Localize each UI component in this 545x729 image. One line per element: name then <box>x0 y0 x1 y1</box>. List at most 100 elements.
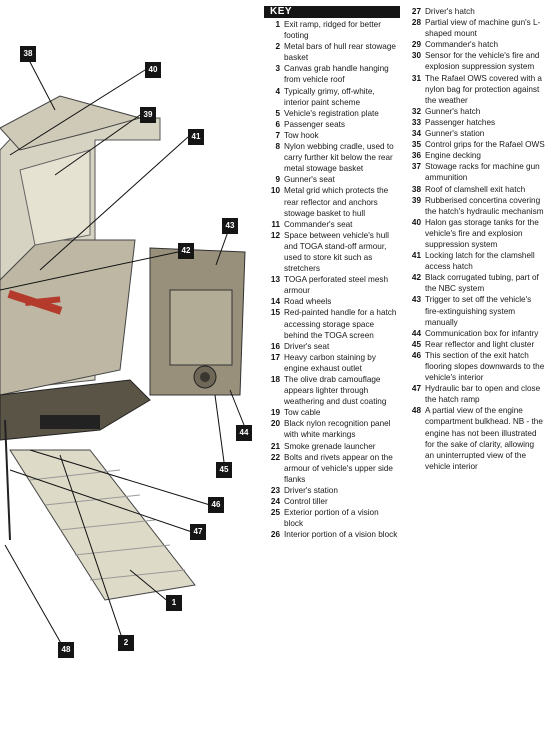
key-item: 12 Space between vehicle's hull and TOGA … <box>264 230 400 274</box>
key-item-number: 27 <box>411 7 421 16</box>
key-item-number: 6 <box>275 119 280 129</box>
key-item-text: Black nylon recognition panel with white… <box>284 419 391 440</box>
key-item-text: Road wheels <box>284 297 332 307</box>
key-item-text: This section of the exit hatch flooring … <box>425 350 545 383</box>
key-item-text: Trigger to set off the vehicle's fire-ex… <box>425 295 532 327</box>
key-item-number: 24 <box>270 497 280 507</box>
key-item-number: 10 <box>270 186 280 196</box>
key-panel: KEY 1 Exit ramp, ridged for better footin… <box>262 6 545 724</box>
key-item: 36 Engine decking <box>405 150 545 161</box>
key-item-number: 19 <box>270 408 280 418</box>
key-item-text: The olive drab camouflage appears lighte… <box>284 375 387 407</box>
key-item: 1 Exit ramp, ridged for better footing <box>264 19 400 41</box>
key-item-text: Canvas grab handle hanging from vehicle … <box>284 64 389 85</box>
key-item-text: Driver's seat <box>284 341 330 351</box>
callout-46: 46 <box>208 497 224 513</box>
key-item-number: 9 <box>275 175 280 185</box>
key-item: 18 The olive drab camouflage appears ligh… <box>264 374 400 407</box>
key-item-text: Control grips for the Rafael OWS <box>425 140 545 150</box>
callout-43: 43 <box>222 218 238 234</box>
key-item: 9 Gunner's seat <box>264 174 400 185</box>
callout-45: 45 <box>216 462 232 478</box>
key-item-text: Locking latch for the clamshell access h… <box>425 251 535 272</box>
key-item-text: Hydraulic bar to open and close the hatc… <box>425 384 541 405</box>
key-item-number: 36 <box>411 151 421 161</box>
key-item-text: Driver's station <box>284 485 338 495</box>
key-item-text: Gunner's station <box>425 129 485 139</box>
key-item-number: 37 <box>411 162 421 172</box>
key-item-text: Halon gas storage tanks for the vehicle'… <box>425 217 539 249</box>
key-item: 37 Stowage racks for machine gun ammuniti… <box>405 161 545 183</box>
key-item-text: Roof of clamshell exit hatch <box>425 184 526 194</box>
key-item-number: 38 <box>411 184 421 194</box>
key-item-number: 18 <box>270 375 280 384</box>
key-item-text: Sensor for the vehicle's fire and explos… <box>425 51 540 72</box>
key-item: 47 Hydraulic bar to open and close the ha… <box>405 383 545 405</box>
key-item-text: Exit ramp, ridged for better footing <box>284 20 381 41</box>
key-item-number: 1 <box>275 20 280 29</box>
key-item-text: Gunner's seat <box>284 175 335 185</box>
key-item-text: Commander's hatch <box>425 40 499 50</box>
key-item-text: Metal grid which protects the rear refle… <box>284 186 389 218</box>
callout-48: 48 <box>58 642 74 658</box>
callout-2: 2 <box>118 635 134 651</box>
key-item-text: Space between vehicle's hull and TOGA st… <box>284 230 389 274</box>
key-item-text: A partial view of the engine compartment… <box>425 406 543 471</box>
key-item-number: 23 <box>270 485 280 495</box>
callout-38: 38 <box>20 46 36 62</box>
key-item-text: Passenger hatches <box>425 117 496 127</box>
callout-39: 39 <box>140 107 156 123</box>
key-item-number: 20 <box>270 419 280 429</box>
key-item-number: 46 <box>411 350 421 360</box>
key-item-number: 4 <box>275 86 280 96</box>
vehicle-illustration: 38 40 39 41 42 43 44 45 46 47 48 2 1 <box>0 0 262 724</box>
key-item-text: The Rafael OWS covered with a nylon bag … <box>425 73 542 105</box>
key-title: KEY <box>264 6 400 18</box>
key-item: 35 Control grips for the Rafael OWS <box>405 139 545 150</box>
key-item: 23 Driver's station <box>264 485 400 496</box>
key-item: 5 Vehicle's registration plate <box>264 108 400 119</box>
key-item: 38 Roof of clamshell exit hatch <box>405 184 545 195</box>
key-item-number: 47 <box>411 384 421 394</box>
key-item: 10 Metal grid which protects the rear ref… <box>264 185 400 218</box>
key-item-number: 35 <box>411 140 421 150</box>
callout-40: 40 <box>145 62 161 78</box>
key-item-text: Stowage racks for machine gun ammunition <box>425 162 540 183</box>
key-item-number: 12 <box>270 230 280 240</box>
key-item-text: Tow cable <box>284 408 321 418</box>
key-item-number: 5 <box>275 108 280 118</box>
key-item-number: 17 <box>270 352 280 362</box>
key-item-text: Vehicle's registration plate <box>284 108 379 118</box>
callout-47: 47 <box>190 524 206 540</box>
key-item-number: 31 <box>411 73 421 83</box>
key-item: 43 Trigger to set off the vehicle's fire-… <box>405 294 545 327</box>
key-item: 31 The Rafael OWS covered with a nylon ba… <box>405 73 545 106</box>
key-item-text: Engine decking <box>425 151 481 161</box>
key-item-number: 11 <box>271 219 280 229</box>
callout-1: 1 <box>166 595 182 611</box>
key-item-number: 43 <box>411 295 421 305</box>
key-item-text: Red-painted handle for a hatch accessing… <box>284 308 397 340</box>
